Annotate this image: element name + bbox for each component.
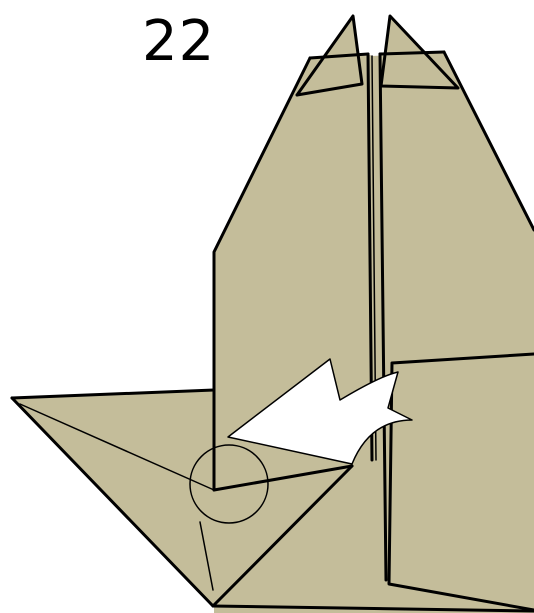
step-number: 22 [142, 14, 215, 70]
right-square-flap [389, 354, 534, 613]
